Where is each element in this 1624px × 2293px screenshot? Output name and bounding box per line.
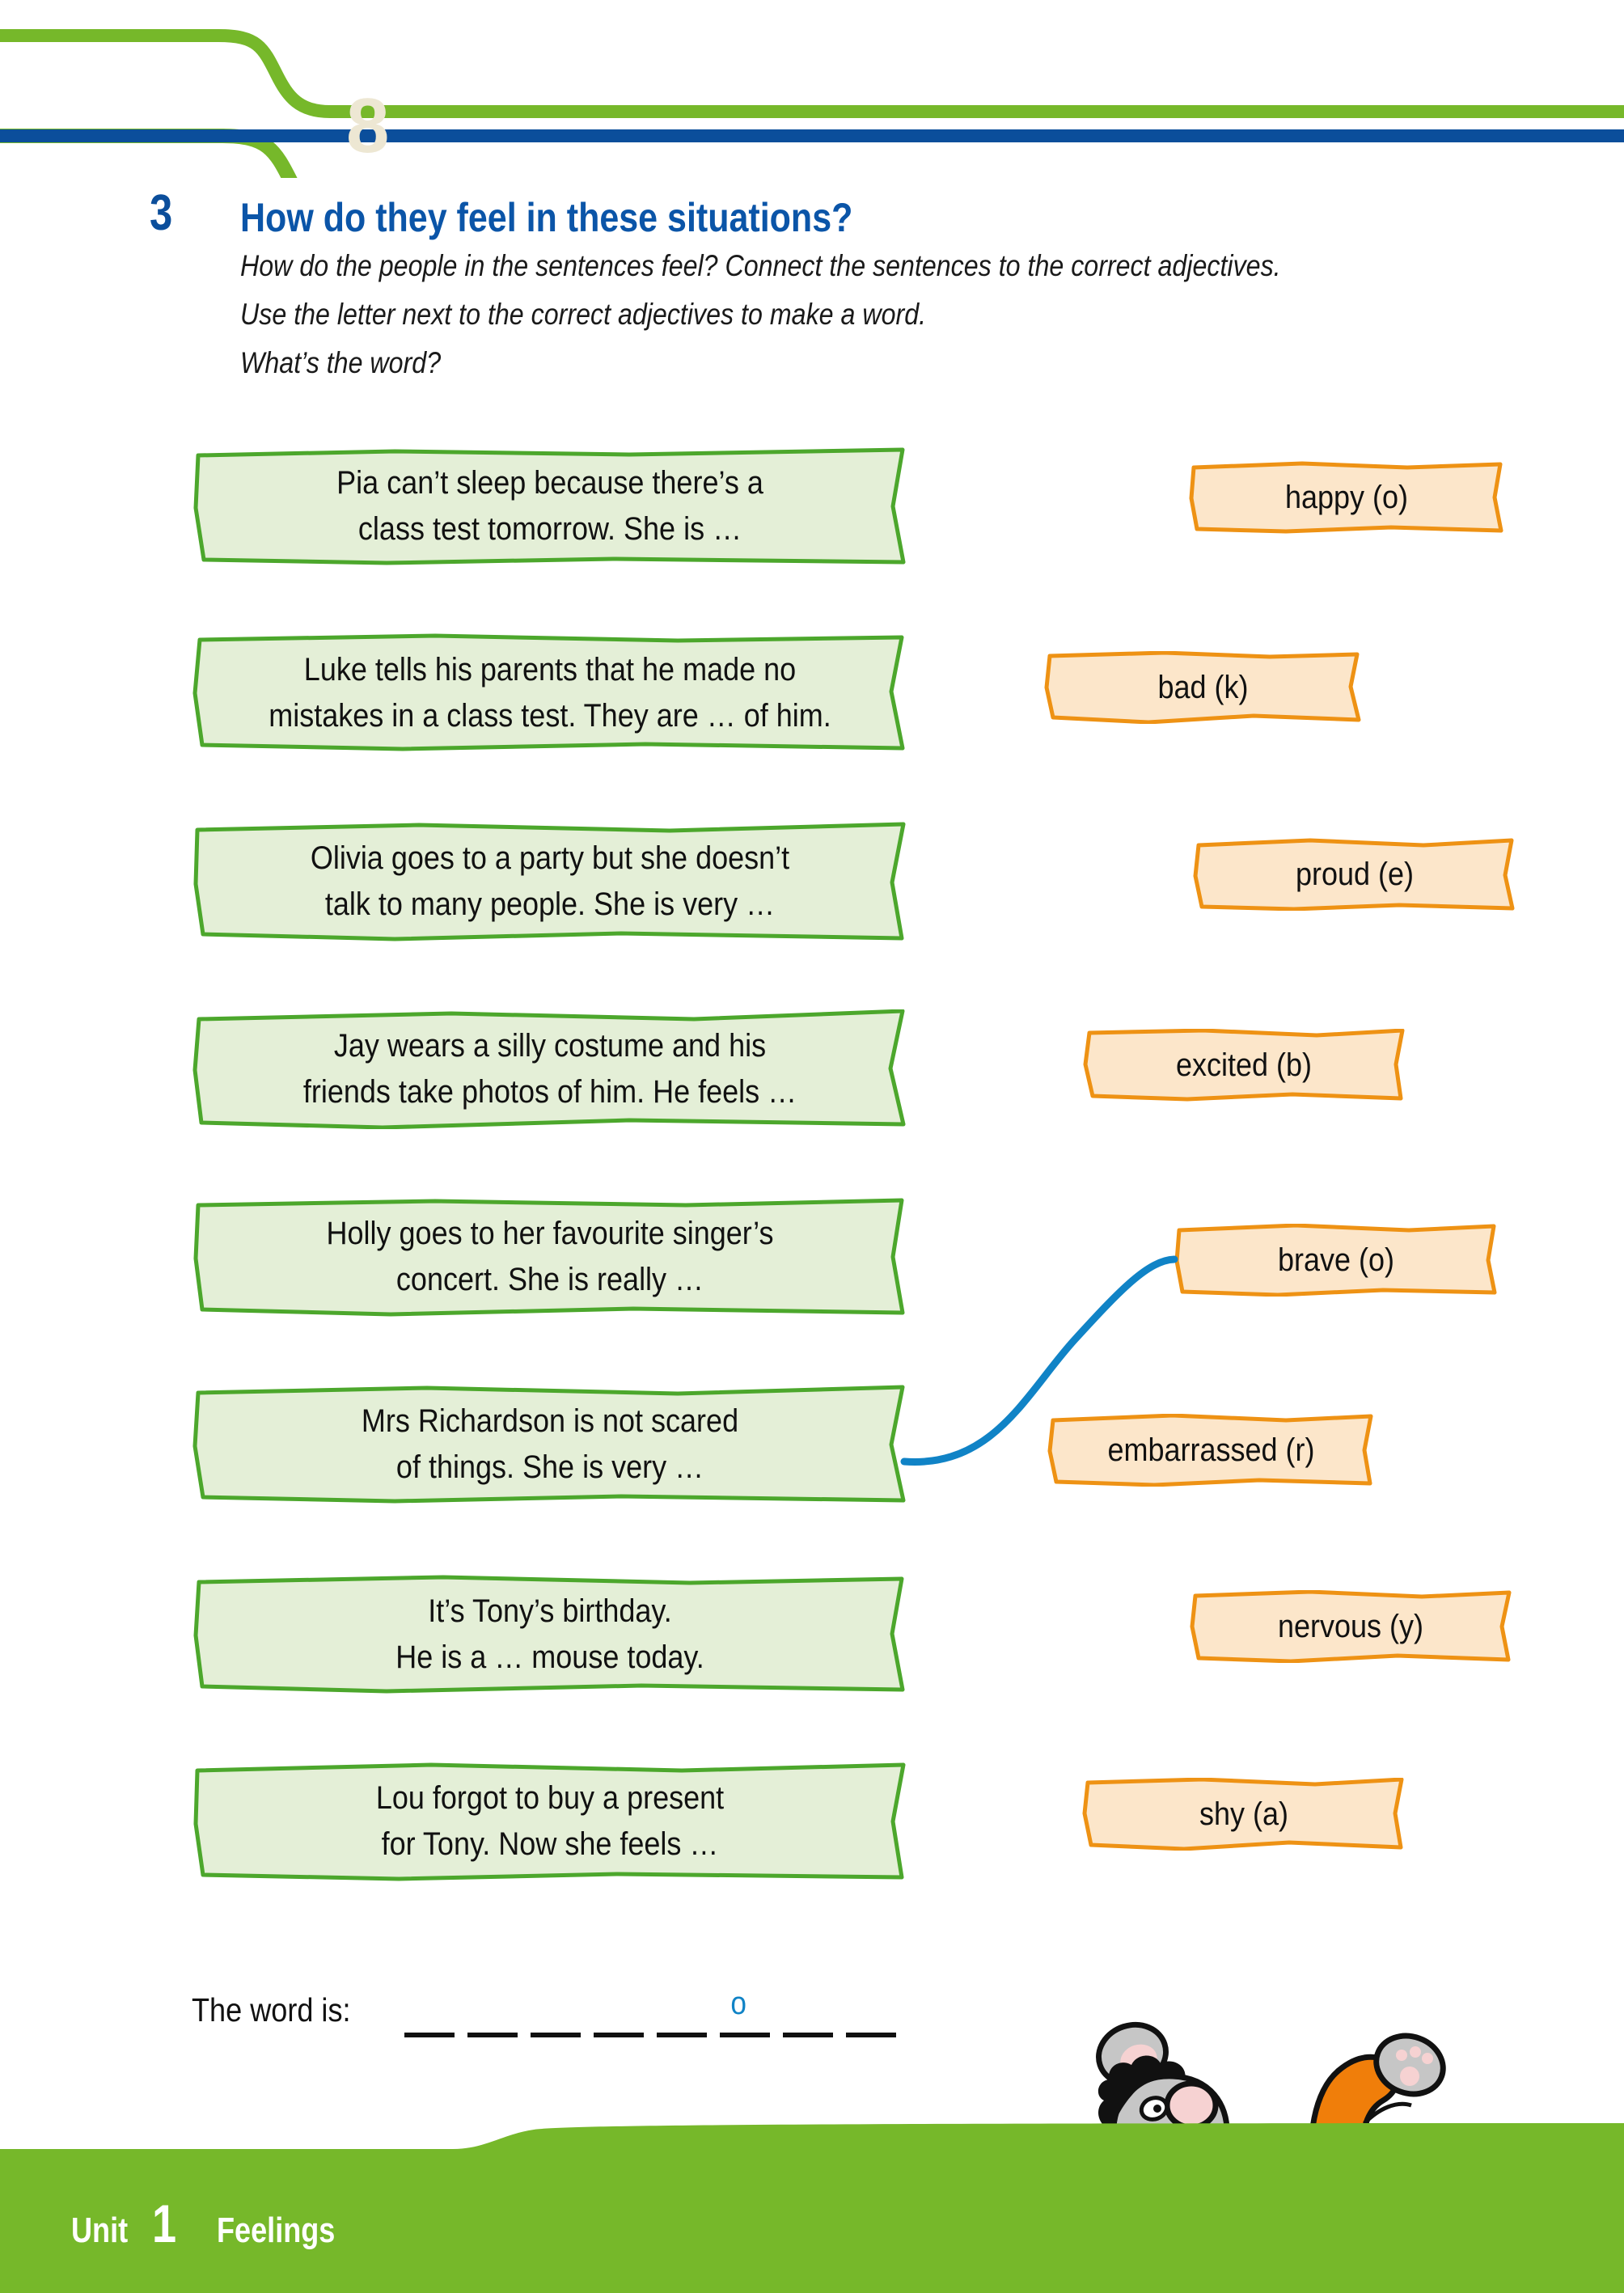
orange-box-shape: [1189, 461, 1503, 534]
task-instruction-3: What’s the word?: [240, 346, 442, 379]
green-box-shape: [192, 1009, 906, 1129]
task-number: 3: [150, 185, 173, 241]
green-box-shape: [193, 822, 906, 941]
orange-box-shape: [1044, 651, 1361, 724]
page-number: 8: [346, 82, 389, 169]
adjective-box[interactable]: bad (k): [1043, 651, 1363, 724]
orange-box-shape: [1193, 838, 1515, 911]
answer-blank[interactable]: [657, 2033, 707, 2037]
footer-band: [0, 2123, 1624, 2293]
green-box-shape: [192, 633, 905, 751]
orange-box-shape: [1174, 1224, 1497, 1297]
sentence-box[interactable]: It’s Tony’s birthday.He is a … mouse tod…: [192, 1575, 907, 1694]
adjective-text: proud (e): [1295, 856, 1415, 892]
task-title: How do they feel in these situations?: [240, 195, 853, 240]
footer-label: Unit 1 Feelings: [71, 2193, 362, 2254]
footer-unit-word: Unit: [71, 2211, 129, 2250]
answer-blank[interactable]: [531, 2033, 581, 2037]
adjective-box[interactable]: excited (b): [1082, 1029, 1406, 1102]
answer-filled-letter: o: [730, 1986, 746, 2021]
orange-box-shape: [1083, 1029, 1405, 1102]
adjective-box[interactable]: brave (o): [1174, 1224, 1498, 1297]
green-box-shape: [193, 1762, 906, 1881]
answer-blank[interactable]: [404, 2033, 455, 2037]
answer-label: The word is:: [192, 1991, 351, 2029]
orange-box-shape: [1190, 1590, 1512, 1663]
orange-box-shape: [1082, 1778, 1404, 1851]
green-box-shape: [193, 447, 906, 565]
adjective-text: brave (o): [1277, 1242, 1395, 1278]
adjective-box[interactable]: happy (o): [1189, 461, 1504, 534]
task-instruction-1: How do the people in the sentences feel?…: [240, 249, 1281, 282]
task-instruction-2: Use the letter next to the correct adjec…: [240, 298, 927, 331]
green-box-shape: [193, 1575, 905, 1694]
adjective-text: happy (o): [1284, 479, 1409, 515]
adjective-text: nervous (y): [1277, 1608, 1424, 1644]
adjective-box[interactable]: embarrassed (r): [1047, 1414, 1375, 1487]
adjective-text: embarrassed (r): [1107, 1432, 1315, 1468]
adjective-box[interactable]: nervous (y): [1189, 1590, 1512, 1663]
answer-blank[interactable]: [594, 2033, 644, 2037]
sentence-text: It’s Tony’s birthday.He is a … mouse tod…: [395, 1593, 704, 1675]
answer-blank[interactable]: [846, 2033, 896, 2037]
adjective-text: shy (a): [1199, 1796, 1289, 1832]
header-bars: [0, 29, 1624, 142]
green-box-shape: [192, 1385, 906, 1504]
answer-blank[interactable]: [467, 2033, 518, 2037]
answer-blank[interactable]: [720, 2033, 770, 2037]
adjective-box[interactable]: shy (a): [1082, 1778, 1406, 1851]
adjective-box[interactable]: proud (e): [1193, 838, 1516, 911]
adjective-text: excited (b): [1175, 1047, 1313, 1083]
answer-blank[interactable]: [783, 2033, 833, 2037]
footer-topic: Feelings: [217, 2211, 336, 2250]
footer-unit-number: 1: [151, 2194, 176, 2253]
adjective-text: bad (k): [1157, 669, 1249, 705]
